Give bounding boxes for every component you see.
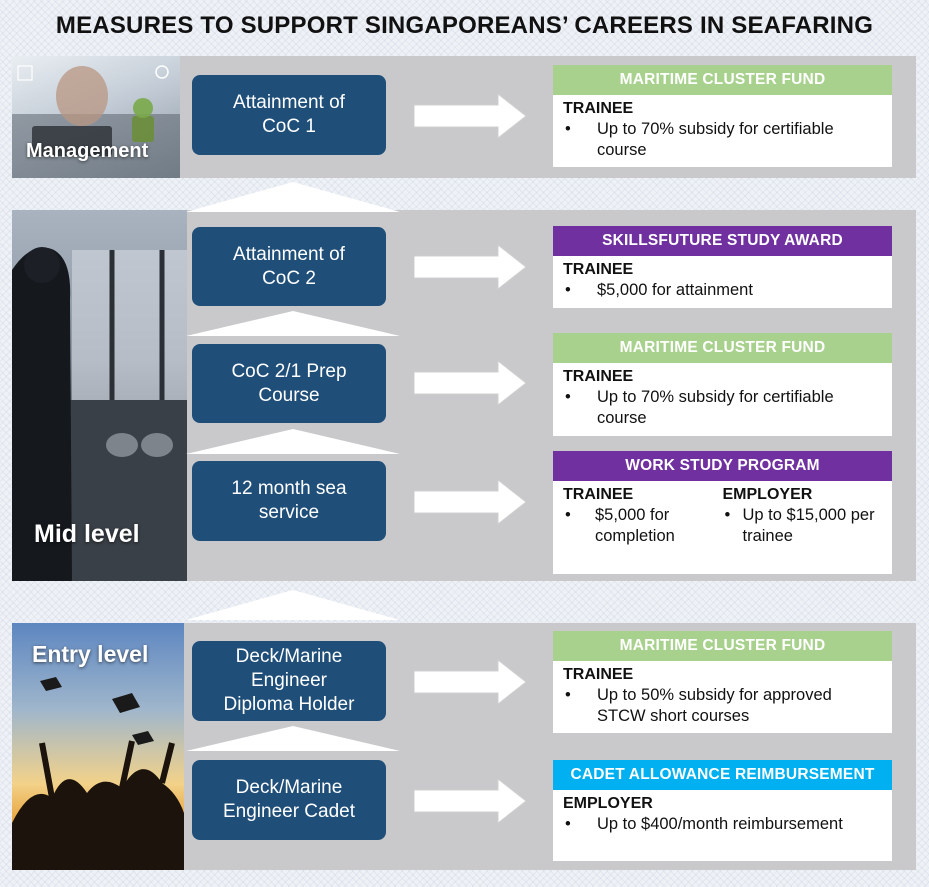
card-bullet: $5,000 for attainment xyxy=(563,280,882,301)
card-bullet: $5,000 for completion xyxy=(563,505,723,547)
card-maritime-cluster-fund-diploma: MARITIME CLUSTER FUND TRAINEE Up to 50% … xyxy=(553,631,892,733)
arrow-right-icon xyxy=(414,660,526,704)
level-label-mid: Mid level xyxy=(34,520,140,548)
card-label: TRAINEE xyxy=(563,666,634,683)
card-maritime-cluster-fund-coc1: MARITIME CLUSTER FUND TRAINEE Up to 70% … xyxy=(553,65,892,167)
step-cadet: Deck/Marine Engineer Cadet xyxy=(192,760,386,840)
card-work-study-program: WORK STUDY PROGRAM TRAINEE $5,000 for co… xyxy=(553,451,892,574)
progression-arrow-prep-to-coc2 xyxy=(186,311,400,336)
level-label-entry: Entry level xyxy=(32,641,149,667)
graduates-silhouette-illustration xyxy=(12,677,184,870)
card-skillsfuture-study-award: SKILLSFUTURE STUDY AWARD TRAINEE $5,000 … xyxy=(553,226,892,308)
progression-arrow-sea-to-prep xyxy=(186,429,400,454)
arrow-right-icon xyxy=(414,480,526,524)
progression-arrow-cadet-to-diploma xyxy=(186,726,400,751)
card-header: MARITIME CLUSTER FUND xyxy=(553,631,892,661)
step-sea-service: 12 month sea service xyxy=(192,461,386,541)
card-label: TRAINEE xyxy=(563,261,634,278)
step-coc2: Attainment of CoC 2 xyxy=(192,227,386,306)
step-diploma-holder: Deck/Marine Engineer Diploma Holder xyxy=(192,641,386,721)
card-label: EMPLOYER xyxy=(563,795,653,812)
card-label: TRAINEE xyxy=(563,368,634,385)
card-bullet: Up to 70% subsidy for certifiable course xyxy=(563,387,882,429)
card-bullet: Up to 50% subsidy for approved STCW shor… xyxy=(563,685,882,727)
card-header: MARITIME CLUSTER FUND xyxy=(553,333,892,363)
arrow-right-icon xyxy=(414,361,526,405)
card-bullet-employer: Up to $15,000 per trainee xyxy=(723,505,883,547)
arrow-right-icon xyxy=(414,779,526,823)
arrow-right-icon xyxy=(414,94,526,138)
card-maritime-cluster-fund-prep: MARITIME CLUSTER FUND TRAINEE Up to 70% … xyxy=(553,333,892,436)
card-bullet: Up to $400/month reimbursement xyxy=(563,814,882,835)
ship-bridge-illustration xyxy=(12,247,187,581)
management-photo: Management xyxy=(12,56,180,178)
arrow-right-icon xyxy=(414,245,526,289)
card-label-employer: EMPLOYER xyxy=(722,486,813,503)
card-header: WORK STUDY PROGRAM xyxy=(553,451,892,481)
progression-arrow-mid-to-management xyxy=(186,182,400,212)
level-label-management: Management xyxy=(26,140,149,162)
card-label: TRAINEE xyxy=(563,486,634,503)
entry-level-photo: Entry level xyxy=(12,623,184,870)
step-coc1: Attainment of CoC 1 xyxy=(192,75,386,155)
progression-arrow-entry-to-mid xyxy=(186,590,400,620)
card-header: CADET ALLOWANCE REIMBURSEMENT xyxy=(553,760,892,790)
mid-level-photo: Mid level xyxy=(12,210,187,581)
step-coc-prep-course: CoC 2/1 Prep Course xyxy=(192,344,386,423)
page-title: MEASURES TO SUPPORT SINGAPOREANS’ CAREER… xyxy=(55,12,874,39)
card-bullet: Up to 70% subsidy for certifiable course xyxy=(563,119,882,161)
card-label: TRAINEE xyxy=(563,100,634,117)
card-header: MARITIME CLUSTER FUND xyxy=(553,65,892,95)
card-header: SKILLSFUTURE STUDY AWARD xyxy=(553,226,892,256)
card-cadet-allowance-reimbursement: CADET ALLOWANCE REIMBURSEMENT EMPLOYER U… xyxy=(553,760,892,861)
office-desk-illustration xyxy=(12,65,180,178)
